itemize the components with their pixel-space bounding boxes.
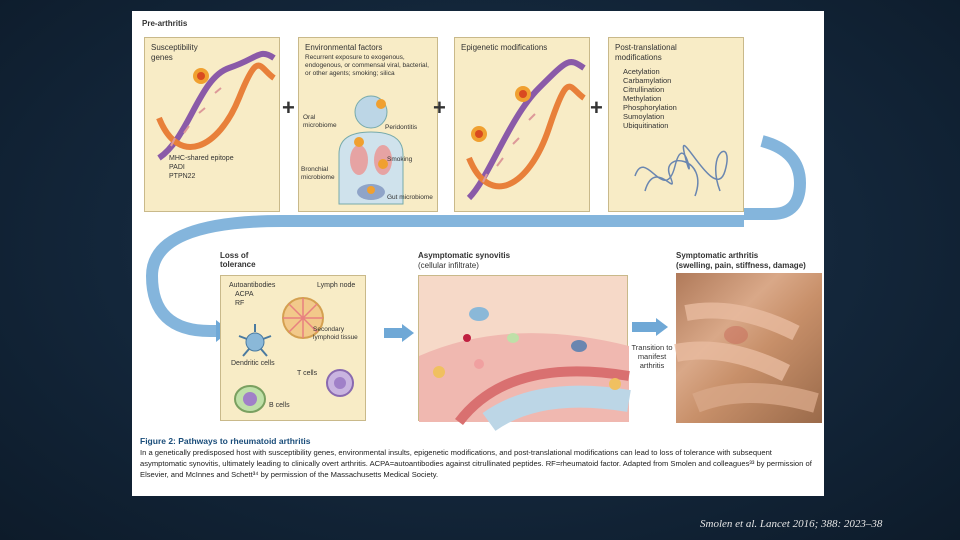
panel-susceptibility-genes: Susceptibility genes MHC-shared epitope …	[144, 37, 280, 212]
ptm-item: Methylation	[623, 94, 662, 103]
label-acpa: ACPA	[235, 291, 254, 298]
label-lymph-node: Lymph node	[317, 282, 356, 289]
t-cell-icon	[326, 369, 354, 397]
panel-post-translational: Post-translational modifications Acetyla…	[608, 37, 744, 212]
label-rf: RF	[235, 300, 245, 307]
panel-title: Epigenetic modifications	[461, 43, 548, 52]
label-b-cells: B cells	[269, 402, 290, 409]
pre-arthritis-title: Pre-arthritis	[142, 19, 188, 28]
synovitis-title: Asymptomatic synovitis	[418, 251, 511, 260]
panel-environmental-factors: Environmental factors Recurrent exposure…	[298, 37, 438, 212]
symptomatic-subtitle: (swelling, pain, stiffness, damage)	[676, 261, 806, 270]
human-torso-icon	[338, 95, 404, 205]
panel-loss-of-tolerance: Autoantibodies ACPA RF Lymph node Second…	[220, 275, 366, 421]
label-gut-microbiome: Gut microbiome	[387, 194, 433, 201]
panel-synovitis	[418, 275, 631, 432]
caption-text: In a genetically predisposed host with s…	[140, 448, 812, 479]
ptm-item: Ubiquitination	[623, 121, 669, 130]
plus-sign: +	[282, 95, 295, 120]
label-dendritic-cells: Dendritic cells	[231, 360, 275, 367]
ptm-item: Phosphorylation	[623, 103, 677, 112]
synovium-illustration	[419, 307, 631, 432]
label-oral-microbiome: Oral microbiome	[303, 114, 337, 129]
lymph-node-icon	[282, 297, 324, 339]
plus-sign: +	[590, 95, 603, 120]
gene-item: MHC-shared epitope	[169, 155, 234, 162]
panel-title: Post-translational modifications	[615, 43, 677, 62]
hand-illustration	[674, 302, 819, 413]
ptm-item: Acetylation	[623, 67, 660, 76]
plus-sign: +	[433, 95, 446, 120]
environmental-description: Recurrent exposure to exogenous, endogen…	[305, 54, 429, 77]
panel-epigenetic-modifications: Epigenetic modifications	[454, 37, 590, 212]
panel-title: Susceptibility genes	[151, 43, 198, 62]
citation: Smolen et al. Lancet 2016; 388: 2023–38	[700, 518, 883, 530]
dna-helix-icon	[156, 50, 276, 161]
gene-item: PTPN22	[169, 173, 196, 180]
label-autoantibodies: Autoantibodies	[229, 282, 276, 289]
figure: Pre-arthritis Susceptibility genes MHC-s…	[132, 11, 824, 496]
dna-helix-icon	[466, 59, 586, 201]
label-t-cells: T cells	[297, 370, 318, 377]
label-bronchial-microbiome: Bronchial microbiome	[301, 166, 335, 181]
synovitis-subtitle: (cellular infiltrate)	[418, 261, 479, 270]
ptm-list: Acetylation Carbamylation Citrullination…	[623, 67, 677, 130]
b-cell-icon	[234, 385, 266, 413]
loss-of-tolerance-title: Loss of tolerance	[220, 251, 256, 269]
figure-caption: Figure 2: Pathways to rheumatoid arthrit…	[140, 436, 820, 480]
transition-label: Transition to manifest arthritis	[631, 343, 673, 370]
flow-arrow-top	[145, 135, 807, 342]
protein-strand-icon	[634, 144, 728, 197]
gene-item: PADI	[169, 164, 185, 171]
ptm-item: Sumoylation	[623, 112, 665, 121]
ptm-item: Citrullination	[623, 85, 665, 94]
hand-photo	[674, 273, 822, 423]
ptm-item: Carbamylation	[623, 76, 672, 85]
dendritic-cell-icon	[238, 324, 272, 357]
caption-label: Figure 2: Pathways to rheumatoid arthrit…	[140, 436, 311, 446]
label-peridontitis: Peridontitis	[385, 124, 418, 131]
label-secondary-lymphoid: Secondary lymphoid tissue	[313, 326, 358, 341]
label-smoking: Smoking	[387, 156, 413, 163]
panel-title: Environmental factors	[305, 43, 383, 52]
symptomatic-title: Symptomatic arthritis	[676, 251, 759, 260]
